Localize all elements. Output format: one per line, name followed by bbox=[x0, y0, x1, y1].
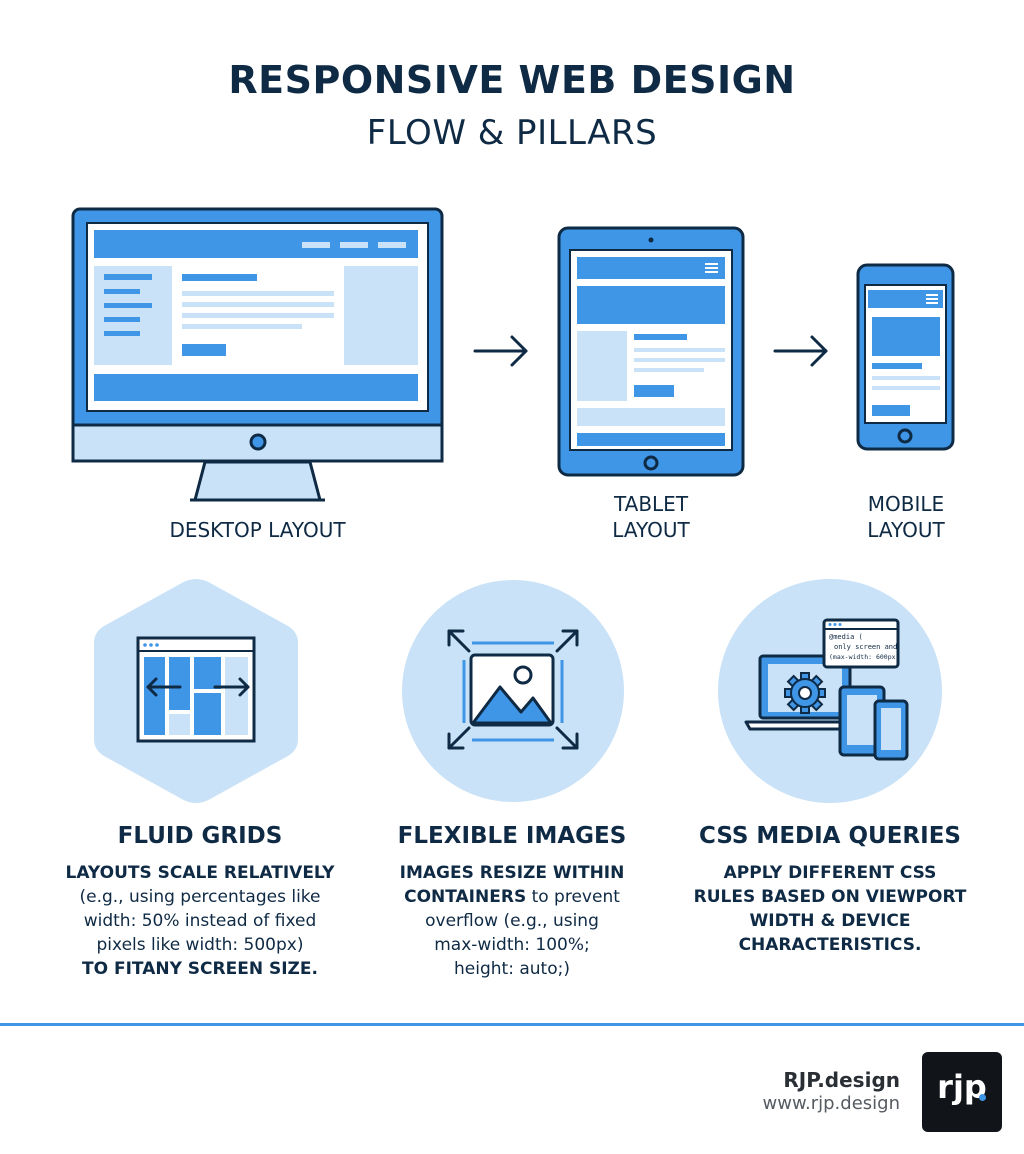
arrow-right-icon bbox=[773, 335, 828, 367]
desktop-layout-label: DESKTOP LAYOUT bbox=[169, 518, 346, 542]
brand-logo bbox=[922, 1052, 1002, 1132]
brand-logo-text: rjp bbox=[937, 1068, 987, 1106]
css-media-queries-line-4: CHARACTERISTICS. bbox=[738, 935, 922, 955]
css-media-queries-line-2: RULES BASED ON VIEWPORT bbox=[693, 887, 967, 907]
media-queries-icon: @media ( only screen and (max-width: 600… bbox=[718, 579, 942, 803]
flexible-images-line-1: IMAGES RESIZE WITHIN bbox=[399, 863, 625, 883]
fluid-grids-title: FLUID GRIDS bbox=[117, 823, 283, 849]
flexible-images-line-2-rest: to prevent bbox=[526, 887, 620, 907]
mobile-label-line1: MOBILE bbox=[867, 492, 945, 516]
brand-logo-dot-icon bbox=[979, 1094, 986, 1101]
brand-url-link[interactable]: www.rjp.design bbox=[762, 1093, 901, 1114]
fluid-grids-line-1: LAYOUTS SCALE RELATIVELY bbox=[65, 863, 335, 883]
fluid-grids-description: LAYOUTS SCALE RELATIVELY (e.g., using pe… bbox=[50, 861, 350, 981]
flexible-images-line-3: overflow (e.g., using bbox=[425, 911, 599, 931]
brand-name: RJP.design bbox=[783, 1068, 900, 1092]
page-subtitle: FLOW & PILLARS bbox=[366, 113, 658, 153]
fluid-grids-line-5: TO FITANY SCREEN SIZE. bbox=[82, 959, 318, 979]
desktop-monitor-icon bbox=[71, 207, 444, 502]
page-title: RESPONSIVE WEB DESIGN bbox=[228, 58, 796, 102]
arrow-right-icon bbox=[473, 335, 528, 367]
flexible-images-line-4: max-width: 100%; bbox=[434, 935, 590, 955]
flexible-image-icon bbox=[402, 580, 624, 802]
tablet-icon bbox=[557, 226, 745, 477]
code-line-3: (max-width: 600px) bbox=[829, 653, 899, 661]
css-media-queries-line-1: APPLY DIFFERENT CSS bbox=[723, 863, 937, 883]
code-line-2: only screen and bbox=[834, 643, 897, 651]
flexible-images-title: FLEXIBLE IMAGES bbox=[397, 823, 627, 849]
fluid-grid-icon bbox=[94, 579, 298, 803]
code-line-1: @media ( bbox=[829, 633, 863, 641]
mobile-label-line2: LAYOUT bbox=[867, 518, 945, 542]
devices-flow-illustration bbox=[71, 207, 955, 502]
tablet-label-line1: TABLET bbox=[613, 492, 689, 516]
fluid-grids-line-2: (e.g., using percentages like bbox=[79, 887, 321, 907]
gear-icon bbox=[784, 672, 826, 714]
tablet-label-line2: LAYOUT bbox=[612, 518, 690, 542]
css-media-queries-line-3: WIDTH & DEVICE bbox=[749, 911, 911, 931]
flexible-images-description: IMAGES RESIZE WITHIN CONTAINERS to preve… bbox=[362, 861, 662, 981]
footer-divider bbox=[0, 1023, 1024, 1026]
flexible-images-line-5: height: auto;) bbox=[454, 959, 570, 979]
css-media-queries-title: CSS MEDIA QUERIES bbox=[699, 823, 961, 849]
mobile-phone-icon bbox=[856, 263, 955, 451]
fluid-grids-line-4: pixels like width: 500px) bbox=[96, 935, 304, 955]
css-media-queries-description: APPLY DIFFERENT CSS RULES BASED ON VIEWP… bbox=[670, 861, 990, 957]
flexible-images-line-2: CONTAINERS to prevent bbox=[362, 885, 662, 909]
fluid-grids-line-3: width: 50% instead of fixed bbox=[83, 911, 317, 931]
flexible-images-line-2-bold: CONTAINERS bbox=[404, 887, 527, 907]
